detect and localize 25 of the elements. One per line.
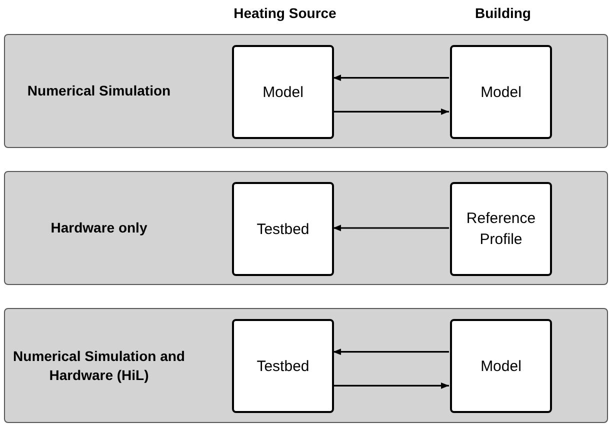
arrow xyxy=(333,108,449,115)
column-heading: Heating Source xyxy=(234,4,336,23)
box-label: Model xyxy=(480,356,522,376)
arrow xyxy=(333,348,449,356)
row-heading: Hardware only xyxy=(50,218,148,238)
row-heading: Numerical Simulation and Hardware (HiL) xyxy=(12,346,186,384)
row-heading: Numerical Simulation xyxy=(26,82,172,100)
box-label: Reference Profile xyxy=(465,209,537,250)
box-label: Model xyxy=(480,82,522,102)
band-panel xyxy=(4,171,608,285)
arrow xyxy=(333,224,449,232)
box-label: Testbed xyxy=(256,356,310,376)
component-box xyxy=(232,45,334,139)
column-heading: Building xyxy=(475,4,531,23)
arrow xyxy=(333,74,449,82)
box-label: Testbed xyxy=(256,220,310,240)
band-panel xyxy=(4,34,608,148)
band-panel xyxy=(4,308,608,423)
arrow xyxy=(333,382,449,389)
box-label: Model xyxy=(262,82,304,102)
component-box xyxy=(450,45,552,139)
component-box xyxy=(450,319,552,413)
component-box xyxy=(232,319,334,413)
component-box xyxy=(450,182,552,276)
component-box xyxy=(232,182,334,276)
